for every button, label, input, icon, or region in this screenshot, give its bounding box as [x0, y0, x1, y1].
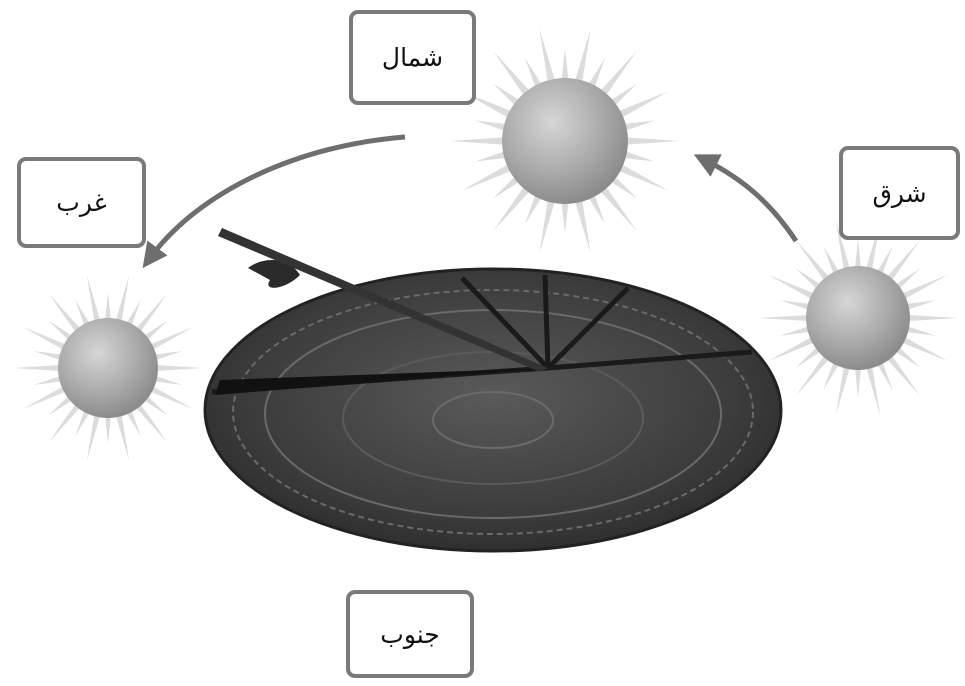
label-north-text: شمال [382, 43, 443, 72]
label-north: شمال [349, 10, 476, 105]
label-west: غرب [17, 157, 146, 248]
label-south-text: جنوب [380, 620, 439, 649]
label-east: شرق [839, 146, 960, 240]
label-east-text: شرق [872, 179, 926, 208]
label-west-text: غرب [56, 188, 106, 217]
label-south: جنوب [346, 590, 474, 678]
